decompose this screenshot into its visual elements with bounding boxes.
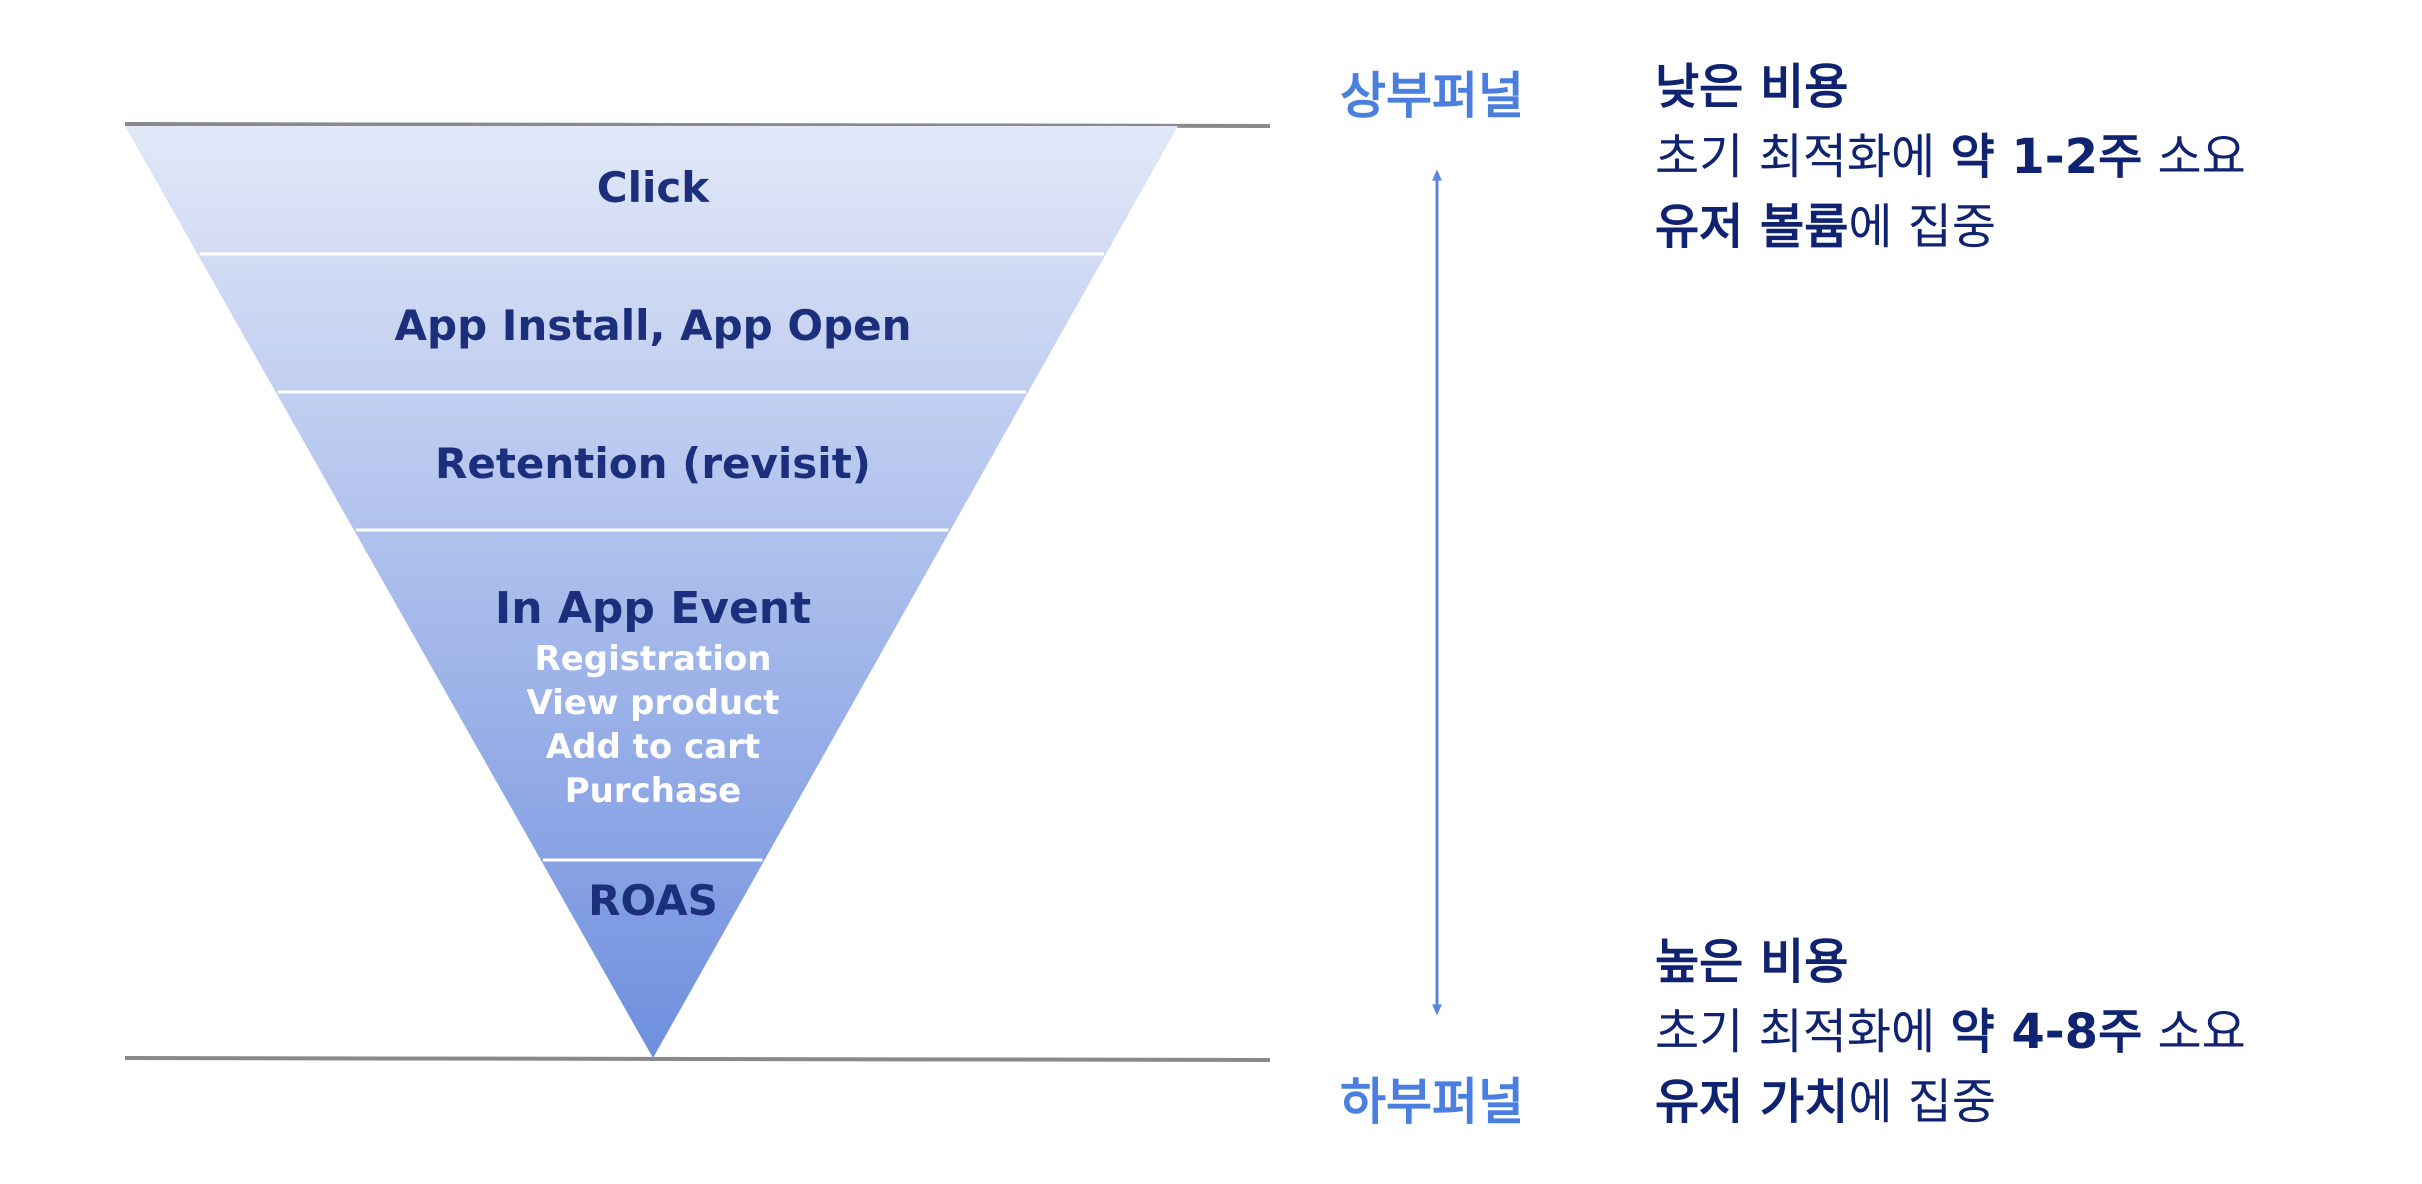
funnel-level-title: App Install, App Open [395,301,912,350]
upper-funnel-label: 상부퍼널 [1340,67,1524,125]
note-focus: 유저 가치에 집중 [1655,1074,1997,1130]
funnel-level: Retention (revisit) [435,439,871,488]
funnel-sub-item: Purchase [565,771,742,811]
lower-funnel-note: 높은 비용 초기 최적화에 약 4-8주 소요 유저 가치에 집중 [1655,927,2246,1137]
funnel-sub-item: View product [526,683,779,723]
top-frame-line [124,122,1271,128]
funnel-level: ROAS [588,876,718,925]
funnel-sub-item: Registration [535,639,772,679]
funnel-separators [199,252,1104,862]
note-optimization-period: 초기 최적화에 약 1-2주 소요 [1655,129,2246,185]
funnel-level: App Install, App Open [395,301,912,350]
note-optimization-period: 초기 최적화에 약 4-8주 소요 [1655,1004,2246,1060]
upper-funnel-note: 낮은 비용 초기 최적화에 약 1-2주 소요 유저 볼륨에 집중 [1655,52,2246,262]
note-focus: 유저 볼륨에 집중 [1655,199,1997,255]
funnel-level-title: Retention (revisit) [435,439,871,488]
lower-funnel-label: 하부퍼널 [1340,1073,1524,1131]
bottom-frame-line [124,1056,1271,1062]
funnel-level-title: In App Event [495,583,811,634]
note-cost: 낮은 비용 [1655,59,1849,115]
funnel-level: Click [597,163,711,212]
funnel-level-title: ROAS [588,876,718,925]
funnel-triangle [125,126,1178,1058]
note-cost: 높은 비용 [1655,934,1849,990]
funnel-sub-item: Add to cart [546,727,760,767]
funnel-level-title: Click [597,163,711,212]
